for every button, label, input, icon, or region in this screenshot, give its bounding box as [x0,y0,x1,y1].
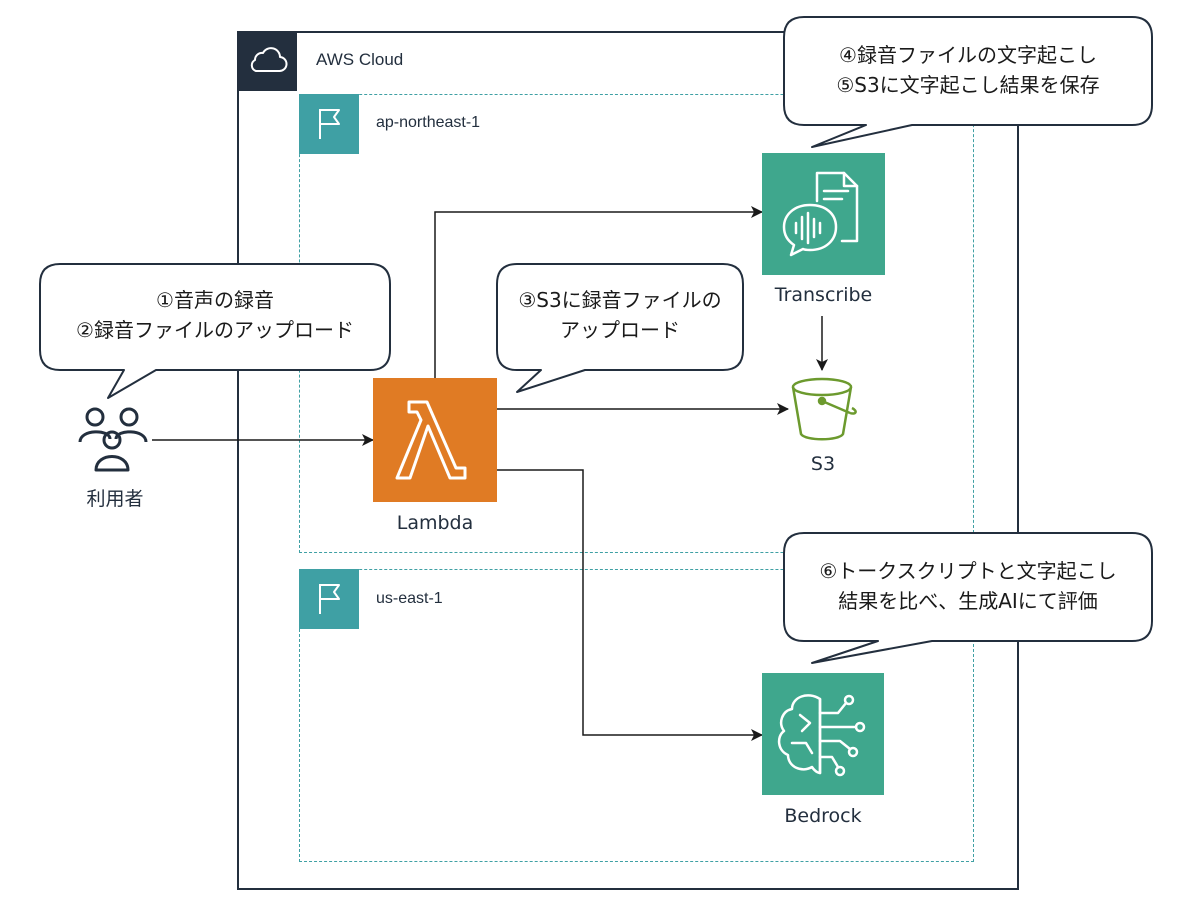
callout-transcribe [783,16,1153,148]
region-us-east-1 [299,569,974,862]
callout-bedrock-text: ⑥トークスクリプトと文字起こし 結果を比べ、生成AIにて評価 [784,556,1152,616]
users-icon [78,407,148,472]
bedrock-node [762,673,884,795]
callout-line: アップロード [560,318,680,342]
aws-cloud-label: AWS Cloud [316,50,404,69]
user-label: 利用者 [86,488,144,510]
callout-bedrock [783,532,1153,664]
region-label: us-east-1 [376,590,443,607]
arrow-lambda-to-transcribe [434,206,763,378]
callout-line: ①音声の録音 [156,288,274,312]
callout-transcribe-text: ④録音ファイルの文字起こし ⑤S3に文字起こし結果を保存 [784,40,1152,100]
callout-user [39,263,391,399]
lambda-node [373,378,497,502]
callout-line: ③S3に録音ファイルの [518,288,722,312]
flag-icon [319,109,340,139]
callout-line: ⑤S3に文字起こし結果を保存 [836,73,1100,97]
transcribe-icon [782,171,859,257]
callout-line: ⑥トークスクリプトと文字起こし [819,559,1117,583]
bedrock-label: Bedrock [784,805,862,827]
aws-cloud-group [237,31,1019,890]
arrow-lambda-to-bedrock [497,469,763,741]
region-label: ap-northeast-1 [376,114,481,131]
flag-icon [319,584,340,614]
callout-line: 結果を比べ、生成AIにて評価 [838,589,1098,613]
cloud-badge [237,31,297,91]
s3-label: S3 [810,453,836,475]
callout-line: ②録音ファイルのアップロード [76,318,354,342]
cloud-icon [250,47,288,72]
lambda-icon [395,400,467,480]
region-badge-ap-northeast-1 [299,94,359,154]
callout-s3-upload [496,263,744,393]
callout-line: ④録音ファイルの文字起こし [839,43,1097,67]
transcribe-label: Transcribe [774,284,873,306]
brain-circuit-icon [777,694,866,777]
lambda-label: Lambda [396,512,474,534]
transcribe-node [762,153,885,275]
region-badge-us-east-1 [299,569,359,629]
bucket-icon [791,377,857,441]
callout-s3-upload-text: ③S3に録音ファイルの アップロード [497,285,743,345]
callout-user-text: ①音声の録音 ②録音ファイルのアップロード [40,285,390,345]
